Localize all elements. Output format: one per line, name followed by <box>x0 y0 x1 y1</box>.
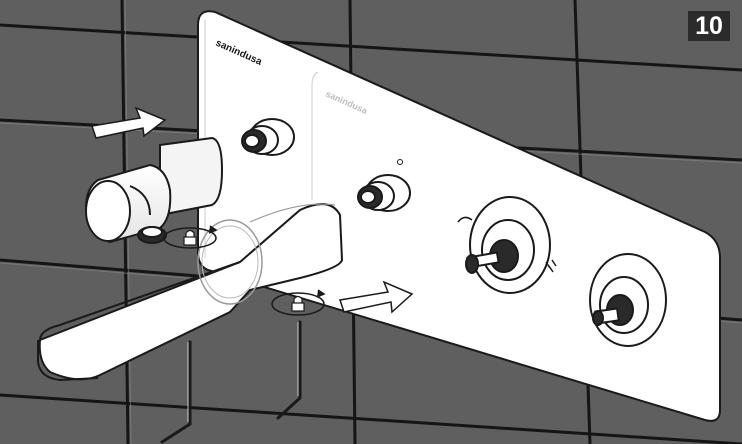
rotate-arrow-icon <box>163 225 218 249</box>
allen-key-icon <box>276 320 302 420</box>
padlock-icon <box>183 229 197 246</box>
upper-outlet-connector <box>241 118 295 156</box>
diverter-cartridge <box>465 196 551 294</box>
lower-outlet-connector <box>357 174 411 212</box>
rotate-arrow-icon <box>271 289 326 316</box>
bath-spout <box>37 203 344 382</box>
indicator-dot-icon <box>397 159 403 165</box>
step-number-badge: 10 <box>688 11 730 41</box>
right-arrow-icon <box>339 280 414 314</box>
diverter-symbols <box>457 216 557 273</box>
padlock-icon <box>291 295 305 312</box>
shower-outlet-elbow <box>84 136 224 244</box>
right-arrow-icon <box>91 106 167 139</box>
allen-key-icon <box>160 340 192 444</box>
thermostat-cartridge <box>589 253 667 347</box>
